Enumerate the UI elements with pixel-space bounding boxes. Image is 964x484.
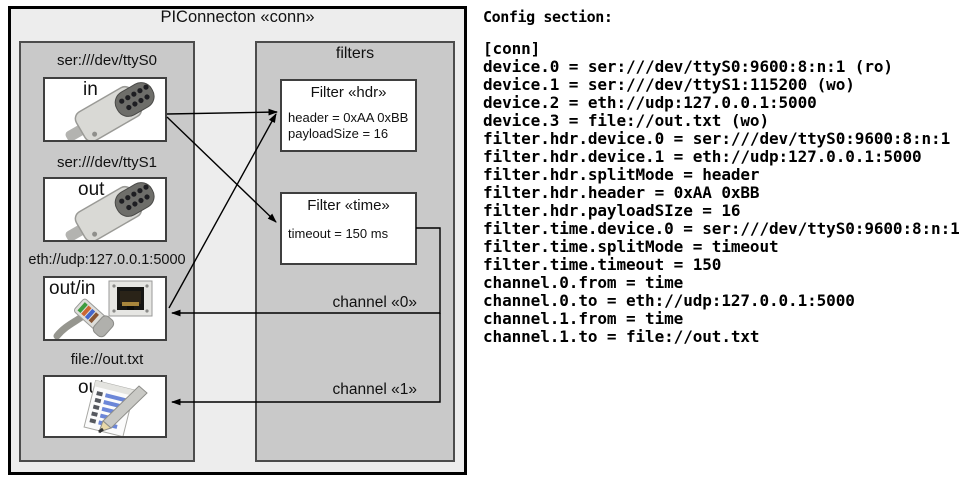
config-text: [conn] device.0 = ser:///dev/ttyS0:9600:… bbox=[483, 39, 960, 346]
device-direction: out/in bbox=[49, 278, 96, 299]
pen-icon bbox=[98, 385, 148, 434]
notepad-icon bbox=[83, 380, 148, 436]
device-box-ttys1: out bbox=[43, 177, 167, 242]
serial-connector-icon bbox=[65, 182, 155, 240]
device-direction: in bbox=[83, 79, 98, 100]
filter-hdr-box: Filter «hdr» header = 0xAA 0xBB payloadS… bbox=[280, 79, 417, 152]
filter-time-box: Filter «time» timeout = 150 ms bbox=[280, 192, 417, 265]
filter-time-properties: timeout = 150 ms bbox=[288, 226, 389, 241]
serial-connector-icon bbox=[65, 82, 155, 140]
filter-time-title: Filter «time» bbox=[307, 197, 390, 214]
channel-0-label: channel «0» bbox=[332, 294, 417, 311]
diagram-title: PIConnecton «conn» bbox=[160, 8, 315, 26]
filters-panel-title: filters bbox=[335, 45, 375, 62]
filter-hdr-properties: header = 0xAA 0xBB payloadSize = 16 bbox=[288, 110, 409, 141]
device-label-eth: eth://udp:127.0.0.1:5000 bbox=[28, 252, 186, 268]
device-label-file: file://out.txt bbox=[70, 351, 144, 368]
device-label-ttys1: ser:///dev/ttyS1 bbox=[56, 154, 158, 171]
ethernet-connector-icon bbox=[53, 280, 153, 339]
device-direction: out bbox=[78, 179, 105, 200]
device-box-eth: out/in bbox=[43, 276, 167, 341]
device-box-ttys0: in bbox=[43, 77, 167, 142]
filter-hdr-title: Filter «hdr» bbox=[310, 84, 387, 101]
config-heading: Config section: bbox=[483, 8, 613, 26]
channel-1-label: channel «1» bbox=[332, 381, 417, 398]
device-label-ttys0: ser:///dev/ttyS0 bbox=[56, 52, 158, 69]
device-box-file: out bbox=[43, 375, 167, 438]
